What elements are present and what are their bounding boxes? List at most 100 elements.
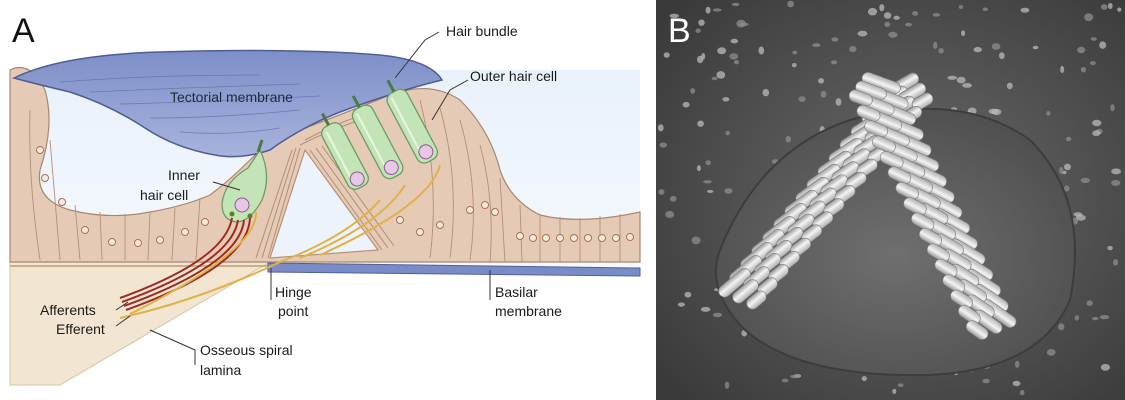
microvillus <box>1092 130 1100 136</box>
microvillus <box>989 109 999 114</box>
microvillus <box>659 142 667 147</box>
microvillus <box>665 211 674 218</box>
inner-hair-cell-label-1: Inner <box>168 167 200 183</box>
microvillus <box>1020 390 1025 395</box>
microvillus <box>849 46 856 52</box>
microvillus <box>1090 61 1096 65</box>
panel-b: B <box>656 0 1125 400</box>
microvillus <box>1066 137 1071 141</box>
microvillus <box>706 160 711 165</box>
microvillus <box>713 8 722 11</box>
microvillus <box>692 237 701 245</box>
microvillus <box>1099 41 1106 48</box>
microvillus <box>1081 67 1086 73</box>
microvillus <box>792 51 797 55</box>
microvillus <box>1092 120 1101 126</box>
microvillus <box>658 189 664 195</box>
microvillus <box>713 313 722 317</box>
microvillus <box>1092 317 1098 320</box>
microvillus <box>698 20 704 26</box>
microvillus <box>1108 3 1113 9</box>
microvillus <box>831 60 837 64</box>
microvillus <box>1107 246 1112 250</box>
microvillus <box>818 78 824 84</box>
microvillus <box>729 53 738 59</box>
microvillus <box>725 188 733 194</box>
hair-bundle-label: Hair bundle <box>446 23 518 39</box>
microvillus <box>799 96 806 102</box>
microvillus <box>734 60 739 64</box>
microvillus <box>888 32 897 38</box>
microvillus <box>974 47 982 52</box>
osseous-spiral-lamina-label-1: Osseous spiral <box>200 342 293 358</box>
microvillus <box>1007 83 1013 90</box>
outer-hair-cell-label: Outer hair cell <box>470 68 557 84</box>
microvillus <box>792 63 797 67</box>
microvillus <box>1046 111 1050 116</box>
microvillus <box>858 31 868 37</box>
microvillus <box>957 77 966 84</box>
microvillus <box>938 48 944 53</box>
microvillus <box>892 389 896 394</box>
microvillus <box>1033 46 1039 49</box>
microvillus <box>731 39 739 44</box>
panel-a-letter: A <box>12 12 35 50</box>
microvillus <box>701 307 711 312</box>
microvillus <box>790 375 799 378</box>
microvillus <box>831 37 838 41</box>
microvillus <box>670 196 677 202</box>
microvillus <box>1091 37 1097 40</box>
microvillus <box>697 165 701 171</box>
microvillus <box>658 124 664 131</box>
microvillus <box>716 71 725 79</box>
microvillus <box>1047 349 1056 356</box>
microvillus <box>1087 300 1093 306</box>
microvillus <box>782 379 789 383</box>
microvillus <box>812 43 820 47</box>
microvillus <box>1101 4 1108 10</box>
microvillus <box>983 8 988 12</box>
panel-a: A Hair bundle Outer hair cell Tectorial … <box>0 0 650 400</box>
microvillus <box>836 98 842 106</box>
basilar-membrane-label-1: Basilar <box>495 284 538 300</box>
microvillus <box>884 12 891 19</box>
microvillus <box>1100 315 1110 319</box>
microvillus <box>740 23 749 27</box>
microvillus <box>1015 361 1020 368</box>
microvillus <box>999 52 1005 59</box>
microvillus <box>1111 168 1121 174</box>
microvillus <box>1059 167 1063 174</box>
microvillus <box>933 42 937 49</box>
microvillus <box>1021 8 1030 13</box>
microvillus <box>959 5 963 9</box>
basilar-membrane-label-2: membrane <box>495 303 562 319</box>
microvillus <box>862 376 867 381</box>
hinge-point-label-2: point <box>278 303 308 319</box>
microvillus <box>982 379 990 384</box>
microvillus <box>763 89 770 96</box>
microvillus <box>1058 323 1064 330</box>
microvillus <box>712 77 718 80</box>
microvillus <box>1111 180 1120 186</box>
microvillus <box>947 76 957 80</box>
microvillus <box>905 23 912 27</box>
microvillus <box>898 383 904 387</box>
tectorial-membrane-label: Tectorial membrane <box>170 89 293 105</box>
microvillus <box>703 180 712 183</box>
microvillus <box>697 121 704 127</box>
microvillus <box>1081 178 1090 183</box>
microvillus <box>893 16 899 20</box>
microvillus <box>933 13 941 17</box>
microvillus <box>759 47 765 55</box>
microvillus <box>1117 8 1121 12</box>
microvillus <box>722 97 729 101</box>
inner-hair-cell-label-2: hair cell <box>140 187 188 203</box>
microvillus <box>884 22 890 27</box>
osseous-spiral-lamina-label-2: lamina <box>200 362 241 378</box>
microvillus <box>912 11 918 16</box>
microvillus <box>696 29 701 34</box>
microvillus <box>685 292 692 298</box>
microvillus <box>732 3 740 6</box>
microvillus <box>1075 315 1079 320</box>
